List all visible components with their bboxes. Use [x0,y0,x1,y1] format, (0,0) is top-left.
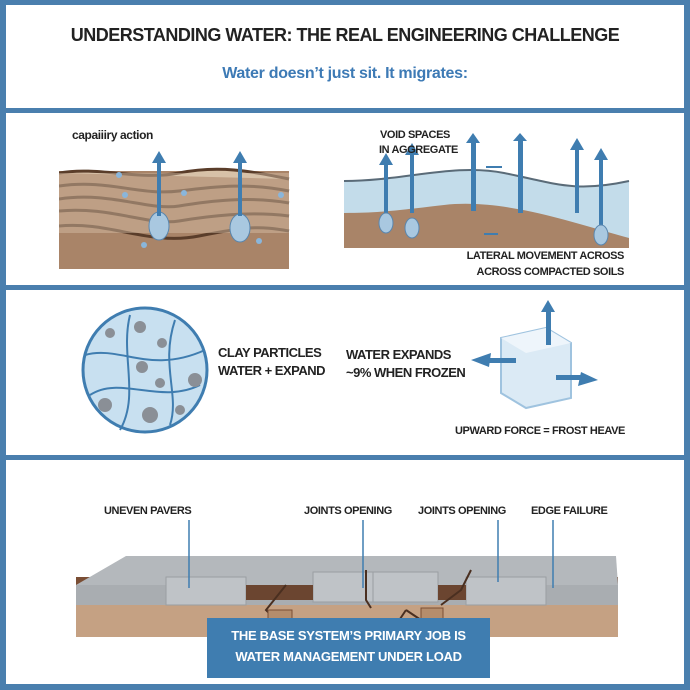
banner-line-2: WATER MANAGEMENT UNDER LOAD [235,649,462,664]
clay-particles-label-2: WATER + EXPAND [218,363,326,378]
joints-opening-label-1: JOINTS OPENING [304,505,392,517]
expansion-panel: CLAY PARTICLES WATER + EXPAND WATER EXPA… [6,290,684,455]
capillary-action-label: capaiiiry action [72,128,153,142]
page-subtitle: Water doesn’t just sit. It migrates: [222,65,468,82]
lateral-movement-label-1: LATERAL MOVEMENT ACROSS [466,250,625,262]
clay-particles-label-1: CLAY PARTICLES [218,345,322,360]
paver-cross-section-illustration [76,520,618,637]
void-spaces-label-1: VOID SPACES [380,129,450,141]
void-spaces-label-2: IN AGGREGATE [379,144,458,156]
clay-particles-illustration [81,306,209,434]
conclusion-banner: THE BASE SYSTEM’S PRIMARY JOB IS WATER M… [207,618,490,678]
page-title: UNDERSTANDING WATER: THE REAL ENGINEERIN… [70,25,620,45]
capillary-soil-illustration [59,151,290,269]
aggregate-void-illustration [344,133,630,248]
paver-failure-panel: UNEVEN PAVERS JOINTS OPENING JOINTS OPEN… [6,460,684,684]
header-panel: UNDERSTANDING WATER: THE REAL ENGINEERIN… [6,5,684,108]
edge-failure-label: EDGE FAILURE [531,505,608,517]
lateral-movement-label-2: ACROSS COMPACTED SOILS [476,266,625,278]
banner-line-1: THE BASE SYSTEM’S PRIMARY JOB IS [231,628,466,643]
frost-heave-label: UPWARD FORCE = FROST HEAVE [455,425,625,437]
ice-cube-illustration [471,300,598,410]
frozen-label-1: WATER EXPANDS [346,347,451,362]
joints-opening-label-2: JOINTS OPENING [418,505,506,517]
uneven-pavers-label: UNEVEN PAVERS [104,505,192,517]
frozen-label-2: ~9% WHEN FROZEN [346,365,466,380]
water-migration-panel: capaiiiry action VOID SPACES IN AGGREGAT… [6,113,684,285]
